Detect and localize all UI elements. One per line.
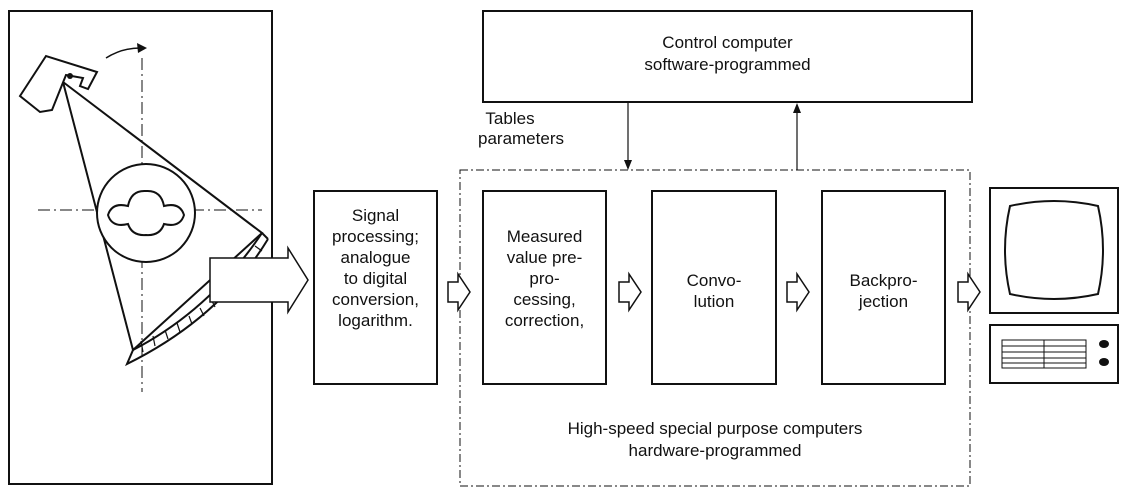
xray-tube: [18, 54, 99, 114]
output-arrow: [209, 245, 309, 315]
control-up-arrowhead: [793, 103, 801, 113]
console-keyboard: [1001, 339, 1087, 369]
arrow-convolution-to-backprojection: [786, 271, 810, 313]
hardware-label-line1: High-speed special purpose computers: [567, 419, 863, 438]
scanner-panel: [8, 10, 273, 485]
control-down-arrowhead: [624, 160, 632, 170]
monitor-screen: [1004, 200, 1104, 300]
signal-processing-text: Signal processing; analogue to digital c…: [332, 206, 419, 330]
monitor-frame: [989, 187, 1119, 314]
tables-label-line2: parameters: [478, 129, 564, 148]
arrow-backprojection-to-display: [957, 271, 981, 313]
control-computer-line1: Control computer: [662, 33, 793, 52]
arrow-measured-to-convolution: [618, 271, 642, 313]
control-computer-box: [482, 10, 973, 103]
console-knob-bottom: [1099, 358, 1109, 366]
console-knob-top: [1099, 340, 1109, 348]
control-computer-line2: software-programmed: [644, 55, 811, 74]
convolution-block: [651, 190, 777, 385]
signal-processing-block: [313, 190, 438, 385]
tube-focal-spot: [67, 73, 73, 79]
console-frame: [989, 324, 1119, 384]
rotation-arrow-head: [137, 43, 147, 53]
rotation-arrow: [105, 47, 141, 59]
arrow-signal-to-measured: [447, 271, 471, 313]
detector-arc-inner: [132, 232, 263, 351]
hardware-label-line2: hardware-programmed: [628, 441, 802, 460]
tables-label-line1: Tables: [485, 109, 535, 128]
convolution-text: Convo- lution: [686, 271, 742, 311]
patient-cross-section: [106, 189, 186, 237]
backprojection-block: [821, 190, 946, 385]
hardware-region: [459, 169, 971, 487]
measured-value-text: Measured value pre- pro- cessing, correc…: [504, 227, 585, 330]
backprojection-text: Backpro- jection: [849, 271, 918, 311]
measured-value-block: [482, 190, 607, 385]
